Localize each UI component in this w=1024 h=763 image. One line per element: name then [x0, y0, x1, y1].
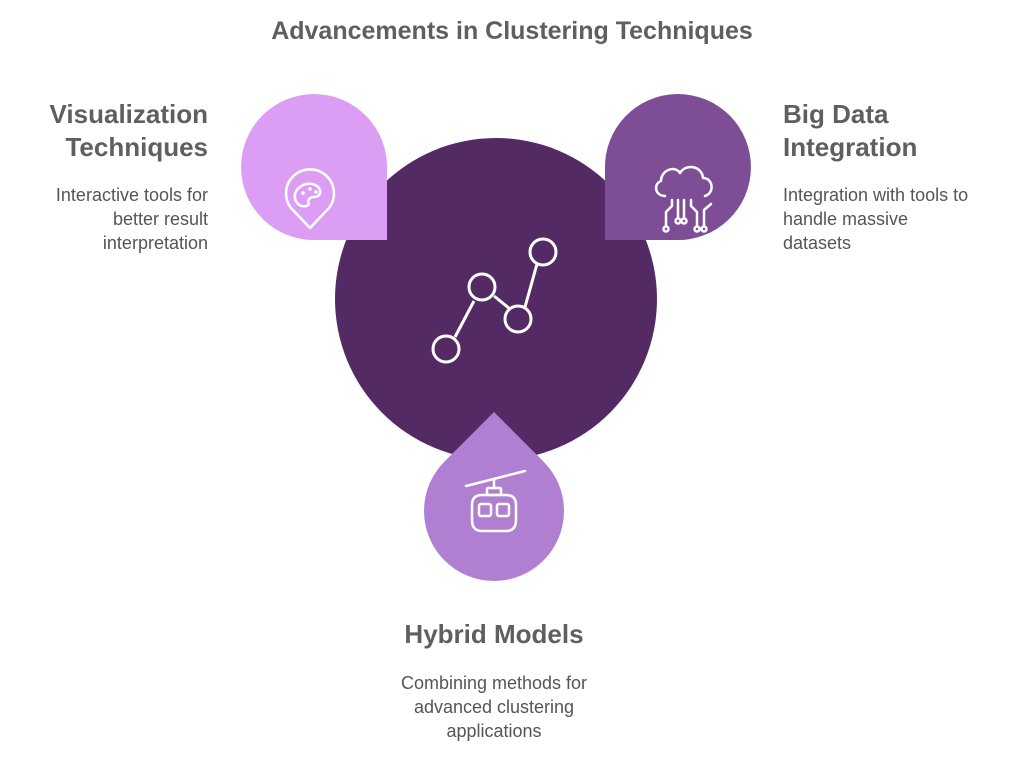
visualization-heading: Visualization Techniques	[49, 99, 208, 162]
diagram-title: Advancements in Clustering Techniques	[271, 17, 753, 45]
palette-icon	[284, 168, 336, 230]
visualization-drop	[241, 94, 388, 241]
line-graph-icon	[431, 237, 558, 364]
hybrid-description: Combining methods for advanced clusterin…	[400, 673, 588, 741]
big-data-drop	[604, 94, 751, 241]
visualization-description: Interactive tools for better result inte…	[55, 185, 208, 253]
cable-car-icon	[464, 469, 527, 533]
cloud-circuit-icon	[654, 165, 713, 233]
hybrid-heading: Hybrid Models	[404, 619, 584, 649]
big-data-description: Integration with tools to handle massive…	[783, 185, 969, 253]
hybrid-drop	[424, 412, 564, 581]
big-data-heading: Big Data Integration	[783, 99, 918, 162]
